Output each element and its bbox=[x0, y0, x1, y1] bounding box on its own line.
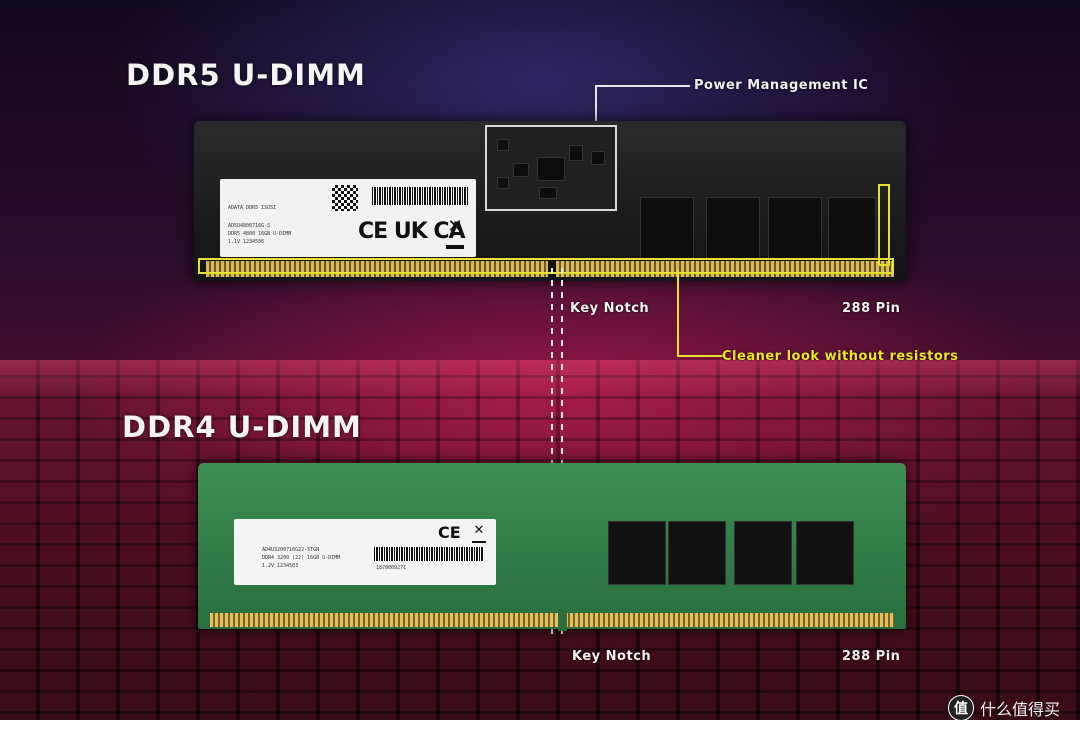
ddr4-module-label: AD4U3200716G22-STGN DDR4 3200 (22) 16GB … bbox=[234, 519, 496, 585]
pmic-component bbox=[539, 187, 557, 199]
qr-code-icon bbox=[332, 185, 358, 211]
smzdm-logo-icon: 值 bbox=[948, 695, 974, 721]
ddr4-pins-annotation: 288 Pin bbox=[842, 649, 901, 664]
dram-chip bbox=[796, 521, 854, 585]
pmic-chip bbox=[537, 157, 565, 181]
weee-bin-icon: ✕ bbox=[446, 217, 464, 249]
pmic-highlight-box bbox=[485, 125, 617, 211]
pmic-component bbox=[591, 151, 605, 165]
dram-chip bbox=[828, 197, 876, 259]
pmic-component bbox=[497, 139, 509, 151]
dram-chip bbox=[640, 197, 694, 259]
pmic-capacitor bbox=[569, 145, 583, 161]
cleaner-callout-line bbox=[677, 270, 724, 357]
pmic-annotation: Power Management IC bbox=[694, 78, 869, 93]
dram-chip bbox=[608, 521, 666, 585]
dram-chip bbox=[706, 197, 760, 259]
dram-chip bbox=[768, 197, 822, 259]
dram-chip bbox=[734, 521, 792, 585]
ddr5-cert-marks: CE UK CA bbox=[358, 219, 466, 244]
ddr5-key-notch-annotation: Key Notch bbox=[570, 301, 650, 316]
ddr4-label-part: AD4U3200716G22-STGN bbox=[262, 547, 320, 553]
bottom-frame bbox=[0, 720, 1080, 732]
dram-chip bbox=[668, 521, 726, 585]
ddr4-cert-marks: CE bbox=[438, 523, 461, 542]
background-horizon-glow bbox=[0, 360, 1080, 400]
notch-alignment-lines bbox=[551, 268, 563, 638]
ddr5-module: ADATA DDR5 ISOSI AD5U4800716G-S DDR5 480… bbox=[194, 121, 906, 281]
ddr5-label-brand: ADATA DDR5 ISOSI bbox=[228, 205, 277, 211]
ddr4-title: DDR4 U-DIMM bbox=[122, 410, 362, 444]
ddr4-key-notch bbox=[558, 609, 567, 631]
pmic-component bbox=[497, 177, 509, 189]
ddr5-label-volt: 1.1V 1234506 bbox=[228, 239, 265, 245]
ddr5-resistor-free-highlight bbox=[198, 258, 894, 274]
ddr4-gold-contacts bbox=[210, 613, 894, 627]
ddr4-label-spec: DDR4 3200 (22) 16GB U-DIMM bbox=[262, 555, 341, 561]
ddr4-key-notch-annotation: Key Notch bbox=[572, 649, 652, 664]
ddr5-barcode bbox=[372, 187, 468, 205]
pmic-callout-line bbox=[595, 85, 690, 128]
ddr4-label-barcode-text: 1870009271 bbox=[376, 565, 407, 571]
ddr5-edge-highlight bbox=[878, 184, 890, 266]
ddr5-module-label: ADATA DDR5 ISOSI AD5U4800716G-S DDR5 480… bbox=[220, 179, 476, 257]
pmic-inductor bbox=[513, 163, 529, 177]
ddr5-pins-annotation: 288 Pin bbox=[842, 301, 901, 316]
watermark-text: 什么值得买 bbox=[980, 700, 1061, 719]
ddr4-module: AD4U3200716G22-STGN DDR4 3200 (22) 16GB … bbox=[198, 463, 906, 631]
watermark: 值 什么值得买 bbox=[948, 695, 1060, 721]
ddr4-label-volt: 1.2V 1234503 bbox=[262, 563, 299, 569]
ddr5-label-part: AD5U4800716G-S bbox=[228, 223, 271, 229]
cleaner-annotation: Cleaner look without resistors bbox=[722, 349, 959, 364]
weee-bin-icon: ✕ bbox=[472, 523, 486, 543]
ddr5-title: DDR5 U-DIMM bbox=[126, 58, 366, 92]
ddr5-label-spec: DDR5 4800 16GB U-DIMM bbox=[228, 231, 292, 237]
ddr4-barcode bbox=[374, 547, 484, 561]
